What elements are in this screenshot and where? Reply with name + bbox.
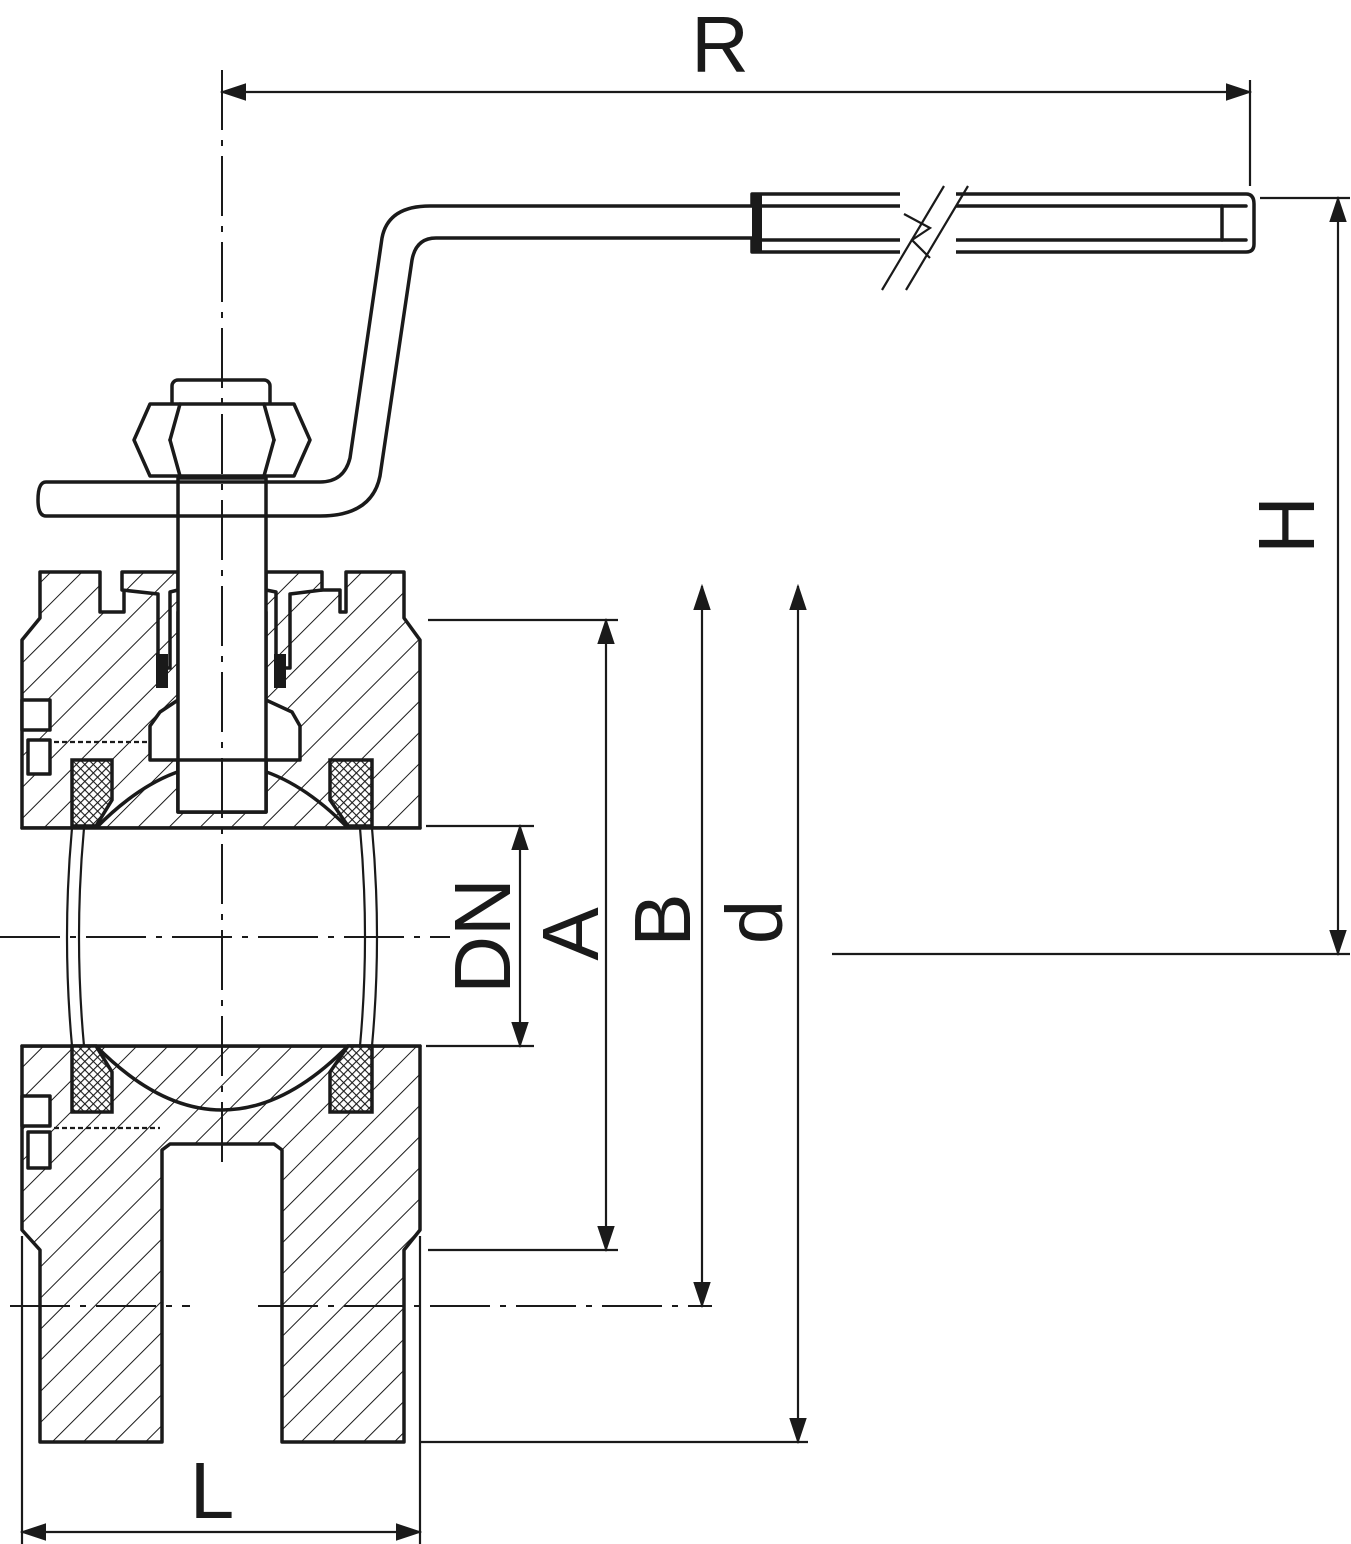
packing-ring-right: [274, 654, 286, 688]
label-l: L: [190, 1446, 235, 1535]
handle-lever: [36, 192, 1256, 518]
label-r: R: [691, 0, 749, 89]
label-a: A: [526, 907, 615, 961]
seat-rings: [70, 758, 374, 1114]
screw-upper-a: [20, 698, 52, 732]
label-h: H: [1242, 496, 1331, 554]
screw-lower-b: [26, 1130, 52, 1170]
label-dn: DN: [438, 878, 527, 994]
seat-lower-left: [70, 1044, 114, 1114]
body-lower: [20, 1044, 422, 1444]
label-b: B: [618, 893, 707, 946]
label-d: d: [710, 900, 799, 945]
screw-lower-a: [20, 1094, 52, 1128]
packing-ring-left: [156, 654, 168, 688]
handle-grip-start: [752, 194, 762, 252]
break-symbol: [881, 185, 969, 291]
seat-upper-left: [70, 758, 114, 828]
screw-upper-b: [26, 738, 52, 776]
gland-right: [264, 570, 324, 670]
seat-line-left: [65, 827, 86, 1047]
seat-upper-right: [328, 758, 374, 828]
seat-lower-right: [328, 1044, 374, 1114]
ball-lower: [94, 1044, 350, 1112]
